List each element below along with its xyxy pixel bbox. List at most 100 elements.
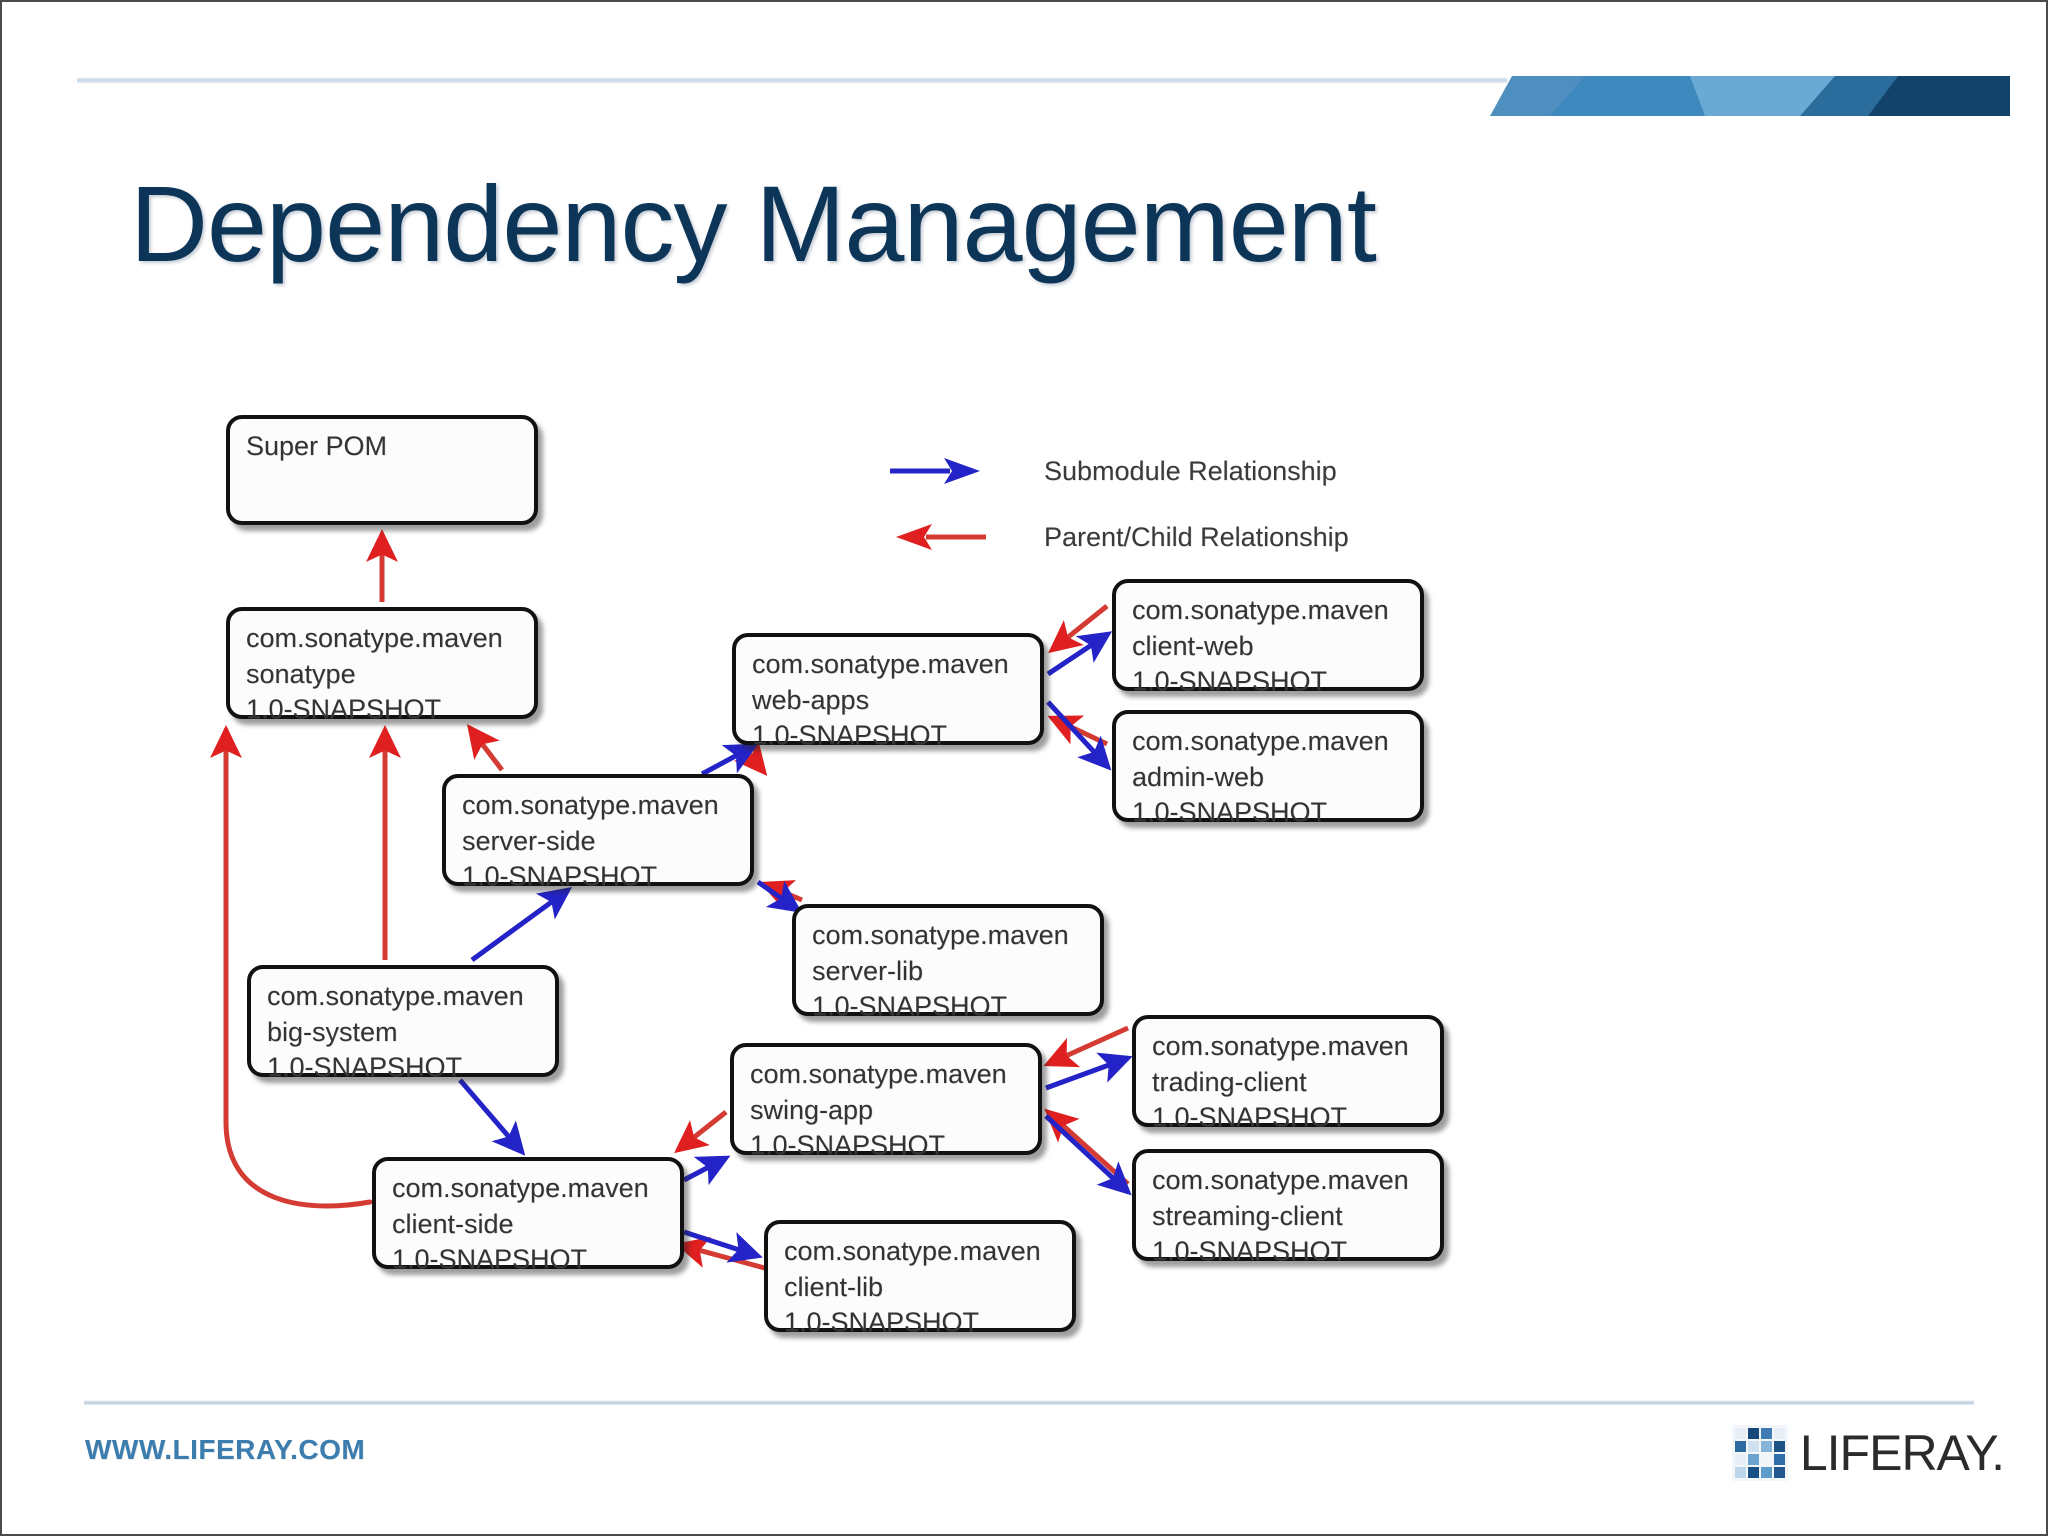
node-line-3: 1.0-SNAPSHOT (750, 1130, 946, 1161)
logo-tile-0 (1734, 1428, 1746, 1439)
edge-web-apps-to-client-web (1046, 631, 1113, 677)
logo-tile-4 (1734, 1441, 1746, 1452)
footer-url[interactable]: WWW.LIFERAY.COM (85, 1434, 366, 1465)
node-line-3: 1.0-SNAPSHOT (392, 1244, 588, 1275)
page-title: Dependency Management (130, 163, 1377, 284)
logo-tile-2 (1760, 1428, 1772, 1439)
node-line-2: streaming-client (1152, 1200, 1343, 1231)
logo-tile-9 (1747, 1454, 1759, 1465)
header-divider-rule (77, 77, 1507, 83)
edge-trading-client-to-swing-app (1043, 1025, 1130, 1068)
node-server-side[interactable]: com.sonatype.maven server-side 1.0-SNAPS… (442, 774, 754, 891)
node-line-1: com.sonatype.maven (784, 1236, 1041, 1266)
legend-label-parent-child: Parent/Child Relationship (1044, 521, 1349, 552)
header-banner-decoration (1490, 76, 2010, 116)
node-sonatype[interactable]: com.sonatype.maven sonatype 1.0-SNAPSHOT (226, 607, 538, 724)
node-line-1: com.sonatype.maven (1132, 726, 1389, 756)
node-line-2: server-lib (812, 955, 924, 986)
edge-group-submodule (458, 631, 1133, 1263)
node-line-3: 1.0-SNAPSHOT (1152, 1236, 1348, 1267)
edge-client-side-to-swing-app (682, 1155, 731, 1186)
node-line-2: admin-web (1132, 761, 1265, 792)
node-line-3: 1.0-SNAPSHOT (1132, 797, 1328, 828)
node-line-3: 1.0-SNAPSHOT (812, 991, 1008, 1022)
edge-client-web-to-web-apps (1048, 604, 1109, 654)
node-line-1: com.sonatype.maven (392, 1173, 649, 1203)
node-line-3: 1.0-SNAPSHOT (784, 1307, 980, 1338)
node-line-1: com.sonatype.maven (1132, 595, 1389, 625)
node-swing-app[interactable]: com.sonatype.maven swing-app 1.0-SNAPSHO… (730, 1043, 1042, 1160)
logo-tile-15 (1773, 1467, 1785, 1478)
node-line-3: 1.0-SNAPSHOT (246, 694, 442, 725)
edge-server-side-to-sonatype (466, 724, 504, 772)
logo-tile-6 (1760, 1441, 1772, 1452)
footer-divider-rule (84, 1400, 1974, 1405)
node-client-lib[interactable]: com.sonatype.maven client-lib 1.0-SNAPSH… (764, 1220, 1076, 1337)
logo-tile-3 (1773, 1428, 1785, 1439)
node-line-1: com.sonatype.maven (462, 790, 719, 820)
liferay-logo-mark-icon (1731, 1425, 1788, 1481)
edge-web-apps-to-admin-web (1046, 700, 1112, 771)
node-client-web[interactable]: com.sonatype.maven client-web 1.0-SNAPSH… (1112, 579, 1424, 696)
node-line-1: com.sonatype.maven (246, 623, 503, 653)
edge-admin-web-to-web-apps (1047, 715, 1109, 747)
node-line-2: big-system (267, 1016, 398, 1047)
logo-tile-5 (1747, 1441, 1759, 1452)
node-line-1: com.sonatype.maven (1152, 1165, 1409, 1195)
edge-streaming-client-to-swing-app (1044, 1108, 1130, 1186)
node-line-1: com.sonatype.maven (752, 649, 1009, 679)
node-line-2: client-lib (784, 1271, 884, 1302)
node-line-3: 1.0-SNAPSHOT (267, 1052, 463, 1083)
node-line-1: com.sonatype.maven (750, 1059, 1007, 1089)
node-super-pom[interactable]: Super POM (226, 415, 538, 525)
node-client-side[interactable]: com.sonatype.maven client-side 1.0-SNAPS… (372, 1157, 684, 1274)
edge-client-side-to-client-lib (683, 1229, 763, 1263)
liferay-logo-text: LIFERAY. (1799, 1425, 2005, 1481)
node-line-1: com.sonatype.maven (267, 981, 524, 1011)
edge-server-side-to-server-lib (756, 879, 803, 913)
node-line-2: web-apps (752, 684, 870, 715)
logo-tile-10 (1760, 1454, 1772, 1465)
node-web-apps[interactable]: com.sonatype.maven web-apps 1.0-SNAPSHOT (732, 633, 1044, 750)
arrow-left-icon (896, 524, 986, 550)
logo-tile-12 (1734, 1467, 1746, 1478)
node-admin-web[interactable]: com.sonatype.maven admin-web 1.0-SNAPSHO… (1112, 710, 1424, 827)
edge-client-lib-to-client-side (675, 1236, 773, 1273)
node-line-2: client-web (1132, 630, 1254, 661)
node-line-2: client-side (392, 1208, 514, 1239)
arrow-right-icon (890, 458, 980, 484)
edge-big-system-to-client-side (458, 1078, 526, 1156)
node-server-lib[interactable]: com.sonatype.maven server-lib 1.0-SNAPSH… (792, 904, 1104, 1021)
logo-tile-7 (1773, 1441, 1785, 1452)
edge-server-side-to-web-apps (700, 743, 759, 777)
edge-swing-app-to-trading-client (1045, 1052, 1133, 1091)
node-line-1: com.sonatype.maven (812, 920, 1069, 950)
node-streaming-client[interactable]: com.sonatype.maven streaming-client 1.0-… (1132, 1149, 1444, 1266)
edge-swing-app-to-streaming-client (1044, 1114, 1132, 1196)
node-line-1: Super POM (246, 431, 388, 461)
node-line-3: 1.0-SNAPSHOT (1152, 1102, 1348, 1133)
node-trading-client[interactable]: com.sonatype.maven trading-client 1.0-SN… (1132, 1015, 1444, 1132)
node-line-2: server-side (462, 825, 596, 856)
node-big-system[interactable]: com.sonatype.maven big-system 1.0-SNAPSH… (247, 965, 559, 1082)
logo-tile-14 (1760, 1467, 1772, 1478)
node-line-1: com.sonatype.maven (1152, 1031, 1409, 1061)
edge-swing-app-to-client-side (674, 1110, 728, 1154)
legend-label-submodule: Submodule Relationship (1044, 455, 1337, 486)
node-line-2: trading-client (1152, 1066, 1307, 1097)
logo-tile-8 (1734, 1454, 1746, 1465)
node-line-2: sonatype (246, 658, 356, 689)
node-line-3: 1.0-SNAPSHOT (1132, 666, 1328, 697)
edge-client-side-to-sonatype (210, 724, 373, 1209)
logo-tile-1 (1747, 1428, 1759, 1439)
edge-big-system-to-server-side (470, 887, 573, 963)
node-line-3: 1.0-SNAPSHOT (462, 861, 658, 892)
node-line-2: swing-app (750, 1094, 874, 1125)
legend-item-submodule: Submodule Relationship (888, 454, 1337, 488)
logo-tile-11 (1773, 1454, 1785, 1465)
logo-tile-13 (1747, 1467, 1759, 1478)
node-line-3: 1.0-SNAPSHOT (752, 720, 948, 751)
liferay-logo: LIFERAY. (1731, 1424, 2005, 1482)
